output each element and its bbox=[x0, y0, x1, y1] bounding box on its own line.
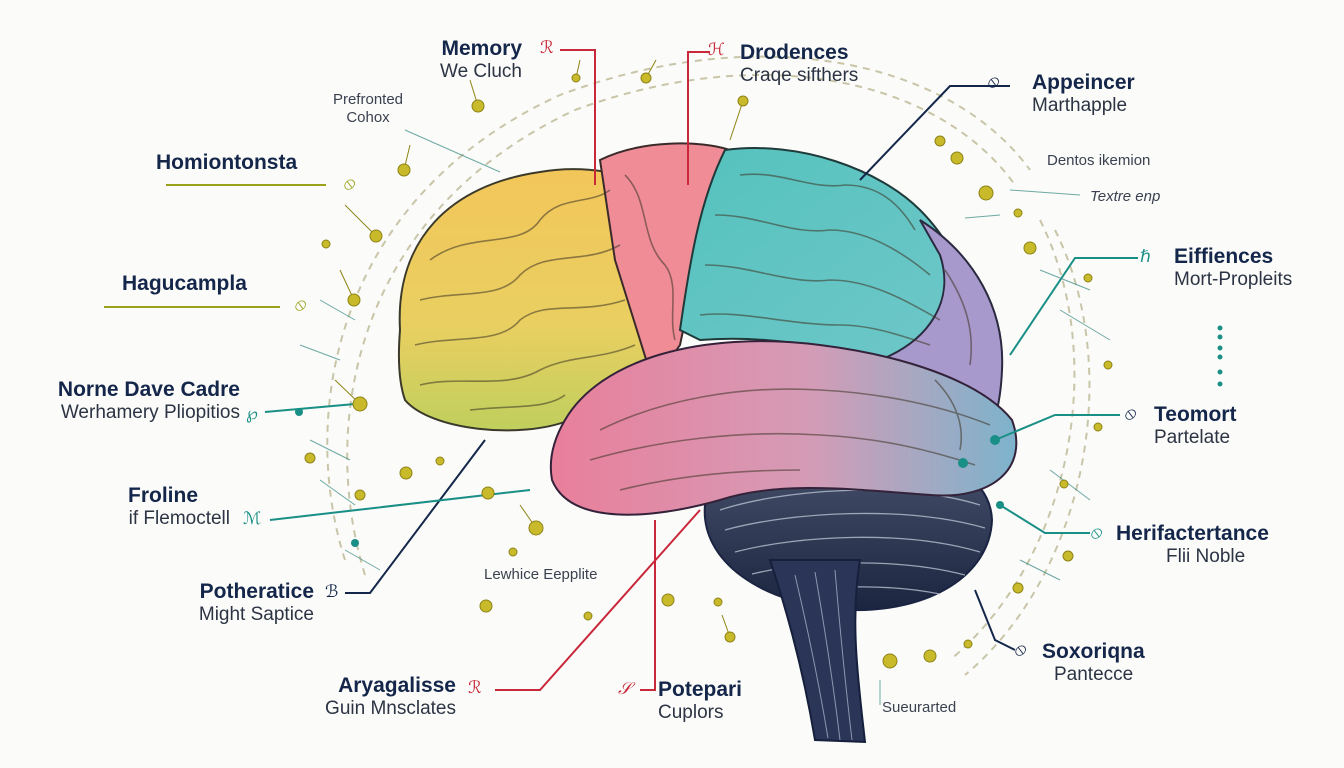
label-drodences: Drodences Craqe sifthers bbox=[740, 41, 858, 87]
label-prefronted-line2: Cohox bbox=[346, 109, 390, 126]
homiontonsta-underline bbox=[166, 184, 326, 186]
label-herifactertance-title: Herifactertance bbox=[1116, 522, 1269, 545]
label-potheratice-title: Potheratice bbox=[199, 580, 314, 603]
label-prefronted: Prefronted Cohox bbox=[318, 91, 418, 127]
thin-guides bbox=[299, 129, 1111, 705]
label-drodences-title: Drodences bbox=[740, 41, 849, 64]
memory-glyph-icon: ℛ bbox=[540, 38, 554, 57]
hagucampla-glyph-icon: ⦸ bbox=[294, 295, 306, 314]
label-prefronted-line1: Prefronted bbox=[332, 91, 404, 108]
cerebellum bbox=[703, 456, 994, 744]
label-eiffiences-sub: Mort-Propleits bbox=[1174, 269, 1293, 291]
hagucampla-underline bbox=[104, 306, 280, 308]
label-potepari: Potepari Cuplors bbox=[658, 678, 742, 724]
label-eiffiences: Eiffiences Mort-Propleits bbox=[1174, 245, 1292, 291]
drodences-glyph-icon: ℋ bbox=[708, 40, 725, 59]
homiontonsta-glyph-icon: ⦸ bbox=[343, 174, 355, 193]
label-froline-title: Froline bbox=[128, 484, 199, 507]
label-herifactertance: Herifactertance Flii Noble bbox=[1116, 522, 1269, 568]
label-herifactertance-sub: Flii Noble bbox=[1166, 546, 1246, 568]
label-memory: Memory We Cluch bbox=[410, 37, 522, 83]
label-potheratice: Potheratice Might Saptice bbox=[172, 580, 314, 626]
label-memory-title: Memory bbox=[441, 37, 522, 60]
label-teomort-title: Teomort bbox=[1154, 403, 1237, 426]
teal-dots bbox=[295, 408, 1004, 547]
label-sueurarted: Sueurarted bbox=[882, 699, 957, 716]
label-textre: Textre enp bbox=[1090, 188, 1161, 205]
label-norne-title: Norne Dave Cadre bbox=[57, 378, 240, 401]
label-appeincer-title: Appeincer bbox=[1032, 71, 1135, 94]
label-eiffiences-title: Eiffiences bbox=[1174, 245, 1274, 268]
label-norne: Norne Dave Cadre Werhamery Pliopitios bbox=[20, 378, 240, 424]
potheratice-glyph-icon: ℬ bbox=[325, 582, 339, 601]
label-hagucampla: Hagucampla bbox=[122, 272, 247, 296]
label-teomort: Teomort Partelate bbox=[1154, 403, 1236, 449]
gold-dots bbox=[304, 59, 1113, 669]
orbit-guides bbox=[326, 55, 1091, 676]
parietal-lobe bbox=[678, 147, 969, 362]
teomort-glyph-icon: ⦸ bbox=[1124, 404, 1136, 423]
potepari-glyph-icon: 𝒮 bbox=[618, 679, 632, 698]
label-lewhice: Lewhice Eepplite bbox=[484, 566, 598, 583]
label-homiontonsta: Homiontonsta bbox=[156, 151, 297, 175]
label-froline-sub: if Flemoctell bbox=[128, 508, 230, 530]
temporal-lobe bbox=[549, 340, 1018, 516]
label-soxoriqna-title: Soxoriqna bbox=[1042, 640, 1145, 663]
label-hagucampla-title: Hagucampla bbox=[122, 272, 247, 295]
label-potheratice-sub: Might Saptice bbox=[198, 604, 314, 626]
dot-column bbox=[1217, 325, 1223, 387]
froline-glyph-icon: ℳ bbox=[243, 509, 262, 528]
label-soxoriqna-sub: Pantecce bbox=[1054, 664, 1134, 686]
label-appeincer-sub: Marthapple bbox=[1032, 95, 1128, 117]
label-potepari-sub: Cuplors bbox=[658, 702, 724, 724]
label-teomort-sub: Partelate bbox=[1154, 427, 1231, 449]
label-aryagalisse-sub: Guin Mnsclates bbox=[325, 698, 456, 720]
label-drodences-sub: Craqe sifthers bbox=[740, 65, 859, 87]
appeincer-glyph-icon: ⦸ bbox=[987, 72, 999, 91]
label-appeincer: Appeincer Marthapple bbox=[1032, 71, 1135, 117]
gyri-lines bbox=[414, 173, 991, 491]
label-froline: Froline if Flemoctell bbox=[80, 484, 230, 530]
label-dentos: Dentos ikemion bbox=[1047, 152, 1151, 169]
label-memory-sub: We Cluch bbox=[439, 61, 522, 83]
aryagalisse-glyph-icon: ℛ bbox=[468, 678, 482, 697]
label-norne-sub: Werhamery Pliopitios bbox=[60, 402, 240, 424]
eiffiences-glyph-icon: ℏ bbox=[1140, 247, 1151, 266]
label-homiontonsta-title: Homiontonsta bbox=[156, 151, 298, 174]
label-potepari-title: Potepari bbox=[658, 678, 743, 701]
label-aryagalisse-title: Aryagalisse bbox=[338, 674, 456, 697]
soxoriqna-glyph-icon: ⦸ bbox=[1014, 640, 1026, 659]
norne-glyph-icon: ℘ bbox=[246, 404, 258, 423]
label-soxoriqna: Soxoriqna Pantecce bbox=[1042, 640, 1145, 686]
label-aryagalisse: Aryagalisse Guin Mnsclates bbox=[300, 674, 456, 720]
herifactertance-glyph-icon: ⦸ bbox=[1090, 523, 1102, 542]
